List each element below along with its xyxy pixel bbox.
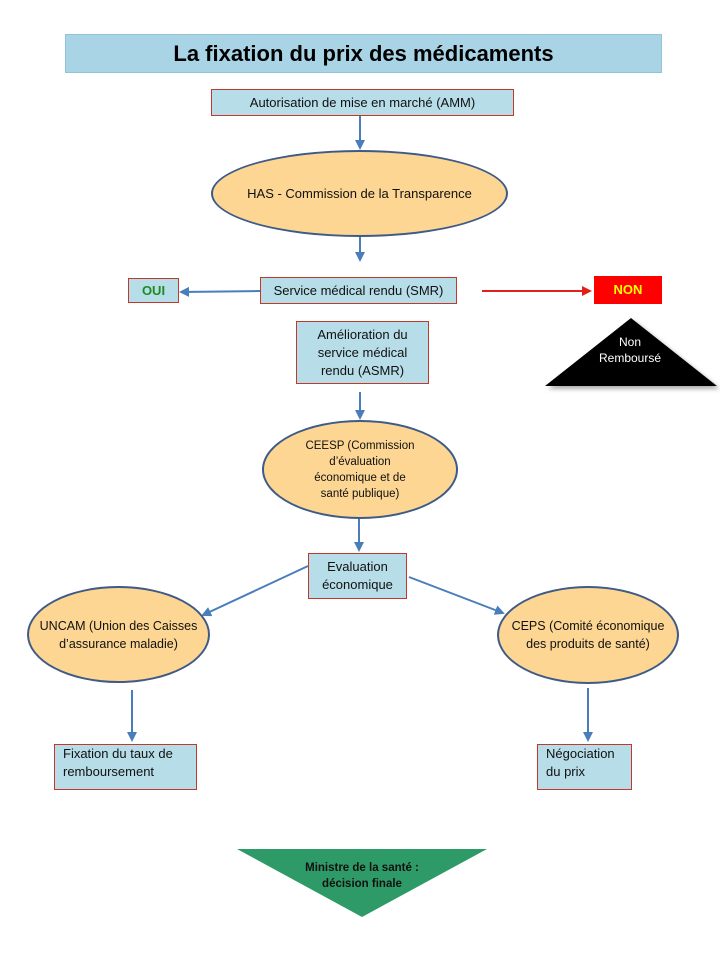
has-label: HAS - Commission de la Transparence xyxy=(247,185,472,201)
ministre-label: Ministre de la santé : décision finale xyxy=(305,862,419,890)
arrow-smr-to-oui xyxy=(179,286,261,297)
negociation-box: Négociation du prix xyxy=(537,744,632,790)
page-title: La fixation du prix des médicaments xyxy=(65,34,662,73)
arrow-evaluation-to-ceps xyxy=(408,576,505,615)
non-rembourse-label: Non Remboursé xyxy=(598,335,662,365)
non-rembourse-triangle xyxy=(545,318,717,386)
arrow-evaluation-to-uncam xyxy=(201,565,309,617)
non-label: NON xyxy=(613,282,643,297)
oui-label: OUI xyxy=(141,282,166,298)
amm-box: Autorisation de mise en marché (AMM) xyxy=(211,89,514,116)
ministre-triangle xyxy=(237,849,487,917)
uncam-ellipse: UNCAM (Union des Caisses d’assurance mal… xyxy=(27,586,210,683)
evaluation-box: Evaluation économique xyxy=(308,553,407,599)
non-box: NON xyxy=(594,276,662,304)
ceesp-ellipse: CEESP (Commission d’évaluation économiqu… xyxy=(262,420,458,519)
smr-box: Service médical rendu (SMR) xyxy=(260,277,457,304)
has-ellipse: HAS - Commission de la Transparence xyxy=(211,150,508,237)
asmr-box: Amélioration du service médical rendu (A… xyxy=(296,321,429,384)
fixation-box: Fixation du taux de remboursement xyxy=(54,744,197,790)
ceps-ellipse: CEPS (Comité économique des produits de … xyxy=(497,586,679,684)
oui-box: OUI xyxy=(128,278,179,303)
